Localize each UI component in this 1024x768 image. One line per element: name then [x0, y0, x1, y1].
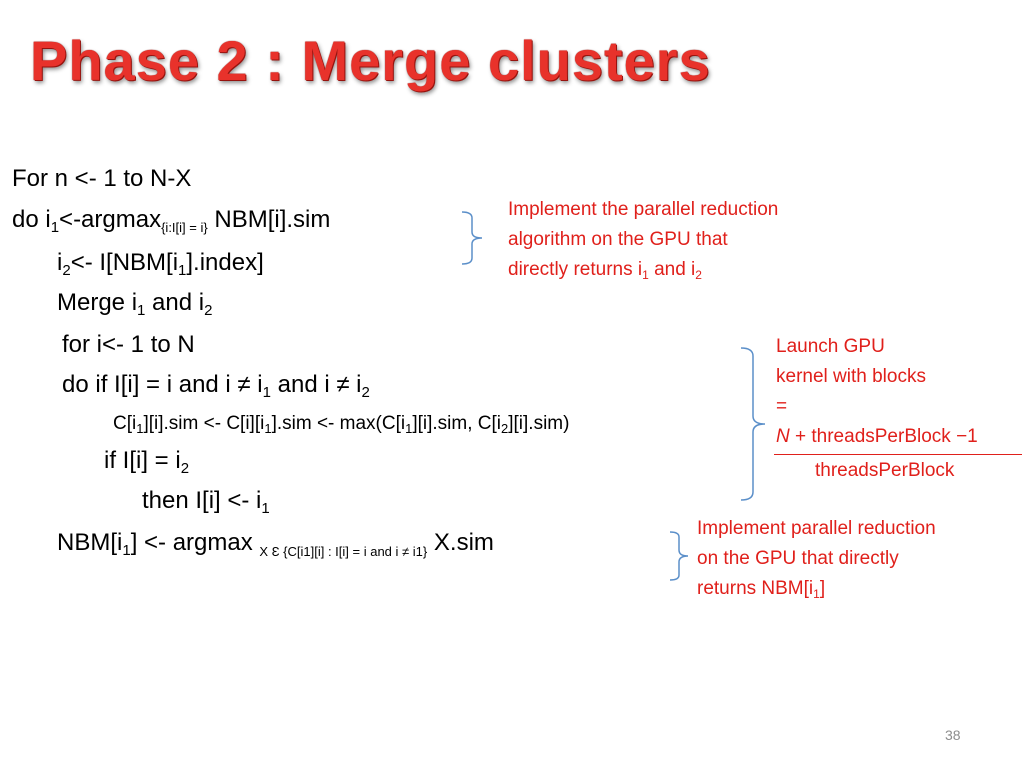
code-subscript: 1 — [264, 421, 272, 436]
note-text: threadsPerBlock — [815, 460, 955, 481]
code-line-4: Merge i1 and i2 — [57, 288, 212, 318]
code-text: do i — [12, 206, 51, 233]
code-text: for i<- 1 to N — [62, 331, 195, 358]
code-subscript: 1 — [261, 500, 270, 517]
code-text: do if I[i] = i and i ≠ i — [62, 371, 263, 398]
code-small-text: X Ɛ {C[i1][i] : I[i] = i and i ≠ i1} — [259, 544, 428, 559]
note-text: Implement the parallel reduction — [508, 199, 779, 220]
code-subscript: 2 — [361, 384, 370, 401]
note-text: returns NBM[i1] — [697, 574, 936, 604]
code-text: ].index] — [186, 249, 264, 276]
code-text: ][i].sim <- C[i][i — [143, 413, 265, 434]
code-text: ][i].sim, C[i — [412, 413, 502, 434]
note-text: = — [776, 396, 788, 417]
note-text: on the GPU that directly — [697, 548, 899, 569]
code-text: C[i — [113, 413, 137, 434]
right-brace-icon — [669, 531, 689, 581]
code-text: ][i].sim) — [508, 413, 570, 434]
note-subscript: 1 — [813, 587, 820, 601]
code-line-10: NBM[i1] <- argmax X Ɛ {C[i1][i] : I[i] =… — [57, 528, 494, 567]
code-subscript: {i:I[i] = i} — [161, 220, 208, 235]
note-variable: N — [776, 426, 790, 447]
fraction-numerator: N + threadsPerBlock −1 — [776, 422, 978, 452]
code-subscript: 1 — [122, 542, 131, 559]
code-subscript: 1 — [178, 262, 187, 279]
code-line-8: if I[i] = i2 — [104, 446, 189, 476]
note-text-part: + threadsPerBlock −1 — [789, 426, 978, 447]
code-subscript: 1 — [405, 421, 413, 436]
note-text-part: ] — [819, 578, 826, 599]
code-subscript: 1 — [262, 384, 271, 401]
code-subscript: 1 — [137, 302, 146, 319]
code-text: <- I[NBM[i — [70, 249, 179, 276]
code-text: NBM[i — [57, 529, 123, 556]
code-line-9: then I[i] <- i1 — [142, 486, 270, 516]
note-text: directly returns i1 and i2 — [508, 255, 778, 285]
code-text: i — [57, 249, 63, 276]
code-text: if I[i] = i — [104, 447, 181, 474]
code-subscript: 2 — [180, 460, 190, 477]
note-parallel-reduction-argmax: Implement the parallel reduction algorit… — [508, 195, 778, 285]
code-text: <-argmax — [59, 206, 162, 233]
code-text: Merge i — [57, 289, 138, 316]
right-brace-icon — [461, 211, 483, 265]
code-line-3: i2<- I[NBM[i1].index] — [57, 248, 264, 278]
note-parallel-reduction-nbm: Implement parallel reduction on the GPU … — [697, 514, 936, 604]
code-text: NBM[i].sim — [207, 206, 331, 233]
note-text: Implement parallel reduction — [697, 518, 936, 539]
fraction-denominator: threadsPerBlock — [815, 456, 954, 486]
code-text: ].sim <- max(C[i — [271, 413, 406, 434]
note-subscript: 2 — [695, 268, 702, 282]
code-text: and i — [145, 289, 205, 316]
note-text: kernel with blocks — [776, 366, 926, 387]
code-subscript: 1 — [50, 219, 60, 236]
code-text: then I[i] <- i — [142, 487, 262, 514]
note-subscript: 1 — [642, 268, 649, 282]
note-text-part: directly returns i — [508, 259, 643, 280]
code-text: and i ≠ i — [270, 371, 362, 398]
code-subscript: 2 — [501, 421, 509, 436]
note-text-part: returns NBM[i — [697, 578, 814, 599]
code-text: For n <- 1 to N-X — [12, 165, 192, 192]
code-line-5: for i<- 1 to N — [62, 330, 195, 360]
note-launch-gpu-kernel: Launch GPU kernel with blocks = N + thre… — [776, 332, 978, 452]
code-subscript: 1 — [136, 421, 144, 436]
code-subscript: 2 — [62, 262, 71, 279]
code-line-6: do if I[i] = i and i ≠ i1 and i ≠ i2 — [62, 370, 370, 400]
fraction-bar — [774, 454, 1022, 455]
note-text-part: and i — [648, 259, 696, 280]
code-line-2: do i1<-argmax{i:I[i] = i} NBM[i].sim — [12, 205, 330, 235]
code-text: X.sim — [427, 529, 494, 556]
page-number: 38 — [945, 727, 961, 743]
right-brace-icon — [740, 347, 766, 501]
note-text: Launch GPU — [776, 336, 885, 357]
code-line-1: For n <- 1 to N-X — [12, 164, 191, 194]
code-text: ] <- argmax — [130, 529, 260, 556]
slide-title: Phase 2 : Merge clusters — [30, 29, 711, 92]
code-subscript: 2 — [204, 302, 213, 319]
note-text: algorithm on the GPU that — [508, 229, 728, 250]
code-line-7: C[i1][i].sim <- C[i][i1].sim <- max(C[i1… — [113, 409, 569, 439]
